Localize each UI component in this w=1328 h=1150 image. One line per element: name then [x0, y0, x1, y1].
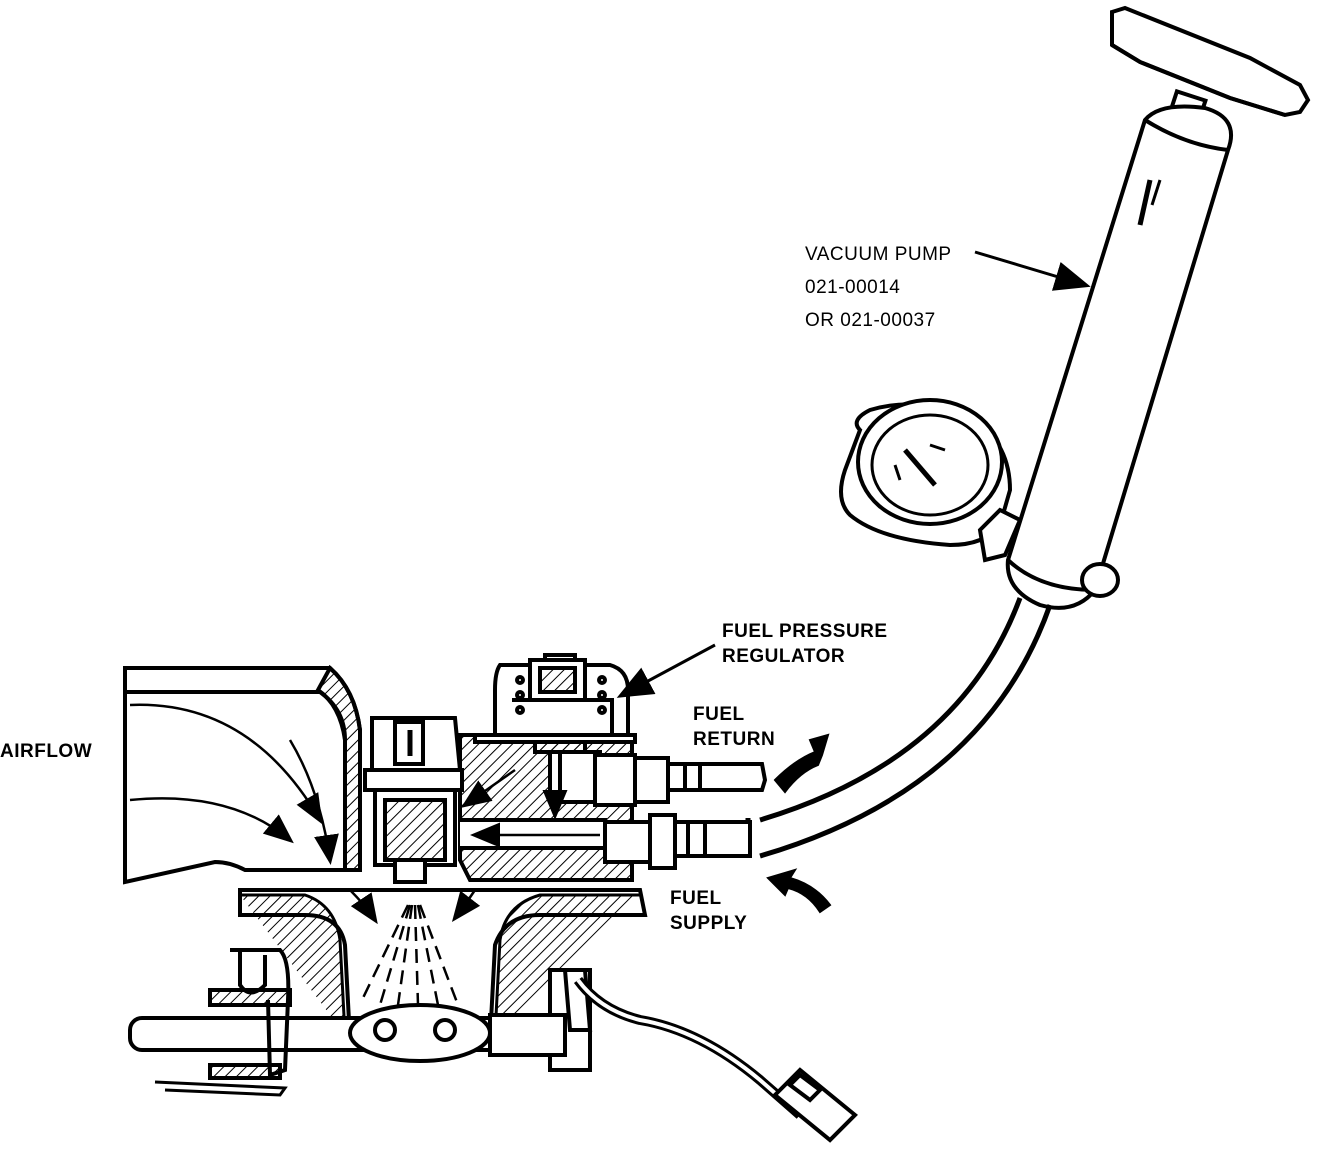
fuel-pressure-regulator-label: FUEL PRESSURE REGULATOR [722, 619, 888, 669]
wiring-harness [562, 968, 858, 1143]
vacuum-pump-label: VACUUM PUMP 021-00014 OR 021-00037 [805, 238, 952, 337]
internal-fuel-arrows [460, 768, 600, 848]
vacuum-gauge [839, 398, 1023, 563]
fuel-spray [360, 904, 460, 1006]
fuel-return-arrow [773, 733, 830, 794]
vacuum-pump-leader [974, 250, 1091, 291]
vacuum-pump-label-line2: 021-00014 [805, 277, 901, 298]
fuel-fittings [593, 753, 768, 870]
vacuum-pump [1005, 5, 1311, 610]
regulator-label-line1: FUEL PRESSURE [722, 621, 888, 642]
fuel-return-label-line1: FUEL [693, 704, 745, 725]
regulator-label-line2: REGULATOR [722, 646, 846, 667]
fuel-return-label: FUEL RETURN [693, 702, 775, 752]
throttle-body [123, 664, 648, 1097]
fuel-supply-label: FUEL SUPPLY [670, 886, 747, 936]
vacuum-pump-label-line1: VACUUM PUMP [805, 244, 952, 265]
fuel-supply-label-line2: SUPPLY [670, 913, 748, 934]
airflow-arrows [129, 703, 481, 925]
airflow-label: AIRFLOW [0, 739, 92, 764]
fuel-return-label-line2: RETURN [693, 729, 776, 750]
fuel-pressure-regulator [473, 653, 637, 802]
fuel-supply-arrow [766, 868, 832, 914]
airflow-label-text: AIRFLOW [0, 741, 93, 762]
regulator-leader [616, 643, 716, 698]
fuel-supply-label-line1: FUEL [670, 888, 722, 909]
vacuum-pump-label-line3: OR 021-00037 [805, 310, 936, 331]
